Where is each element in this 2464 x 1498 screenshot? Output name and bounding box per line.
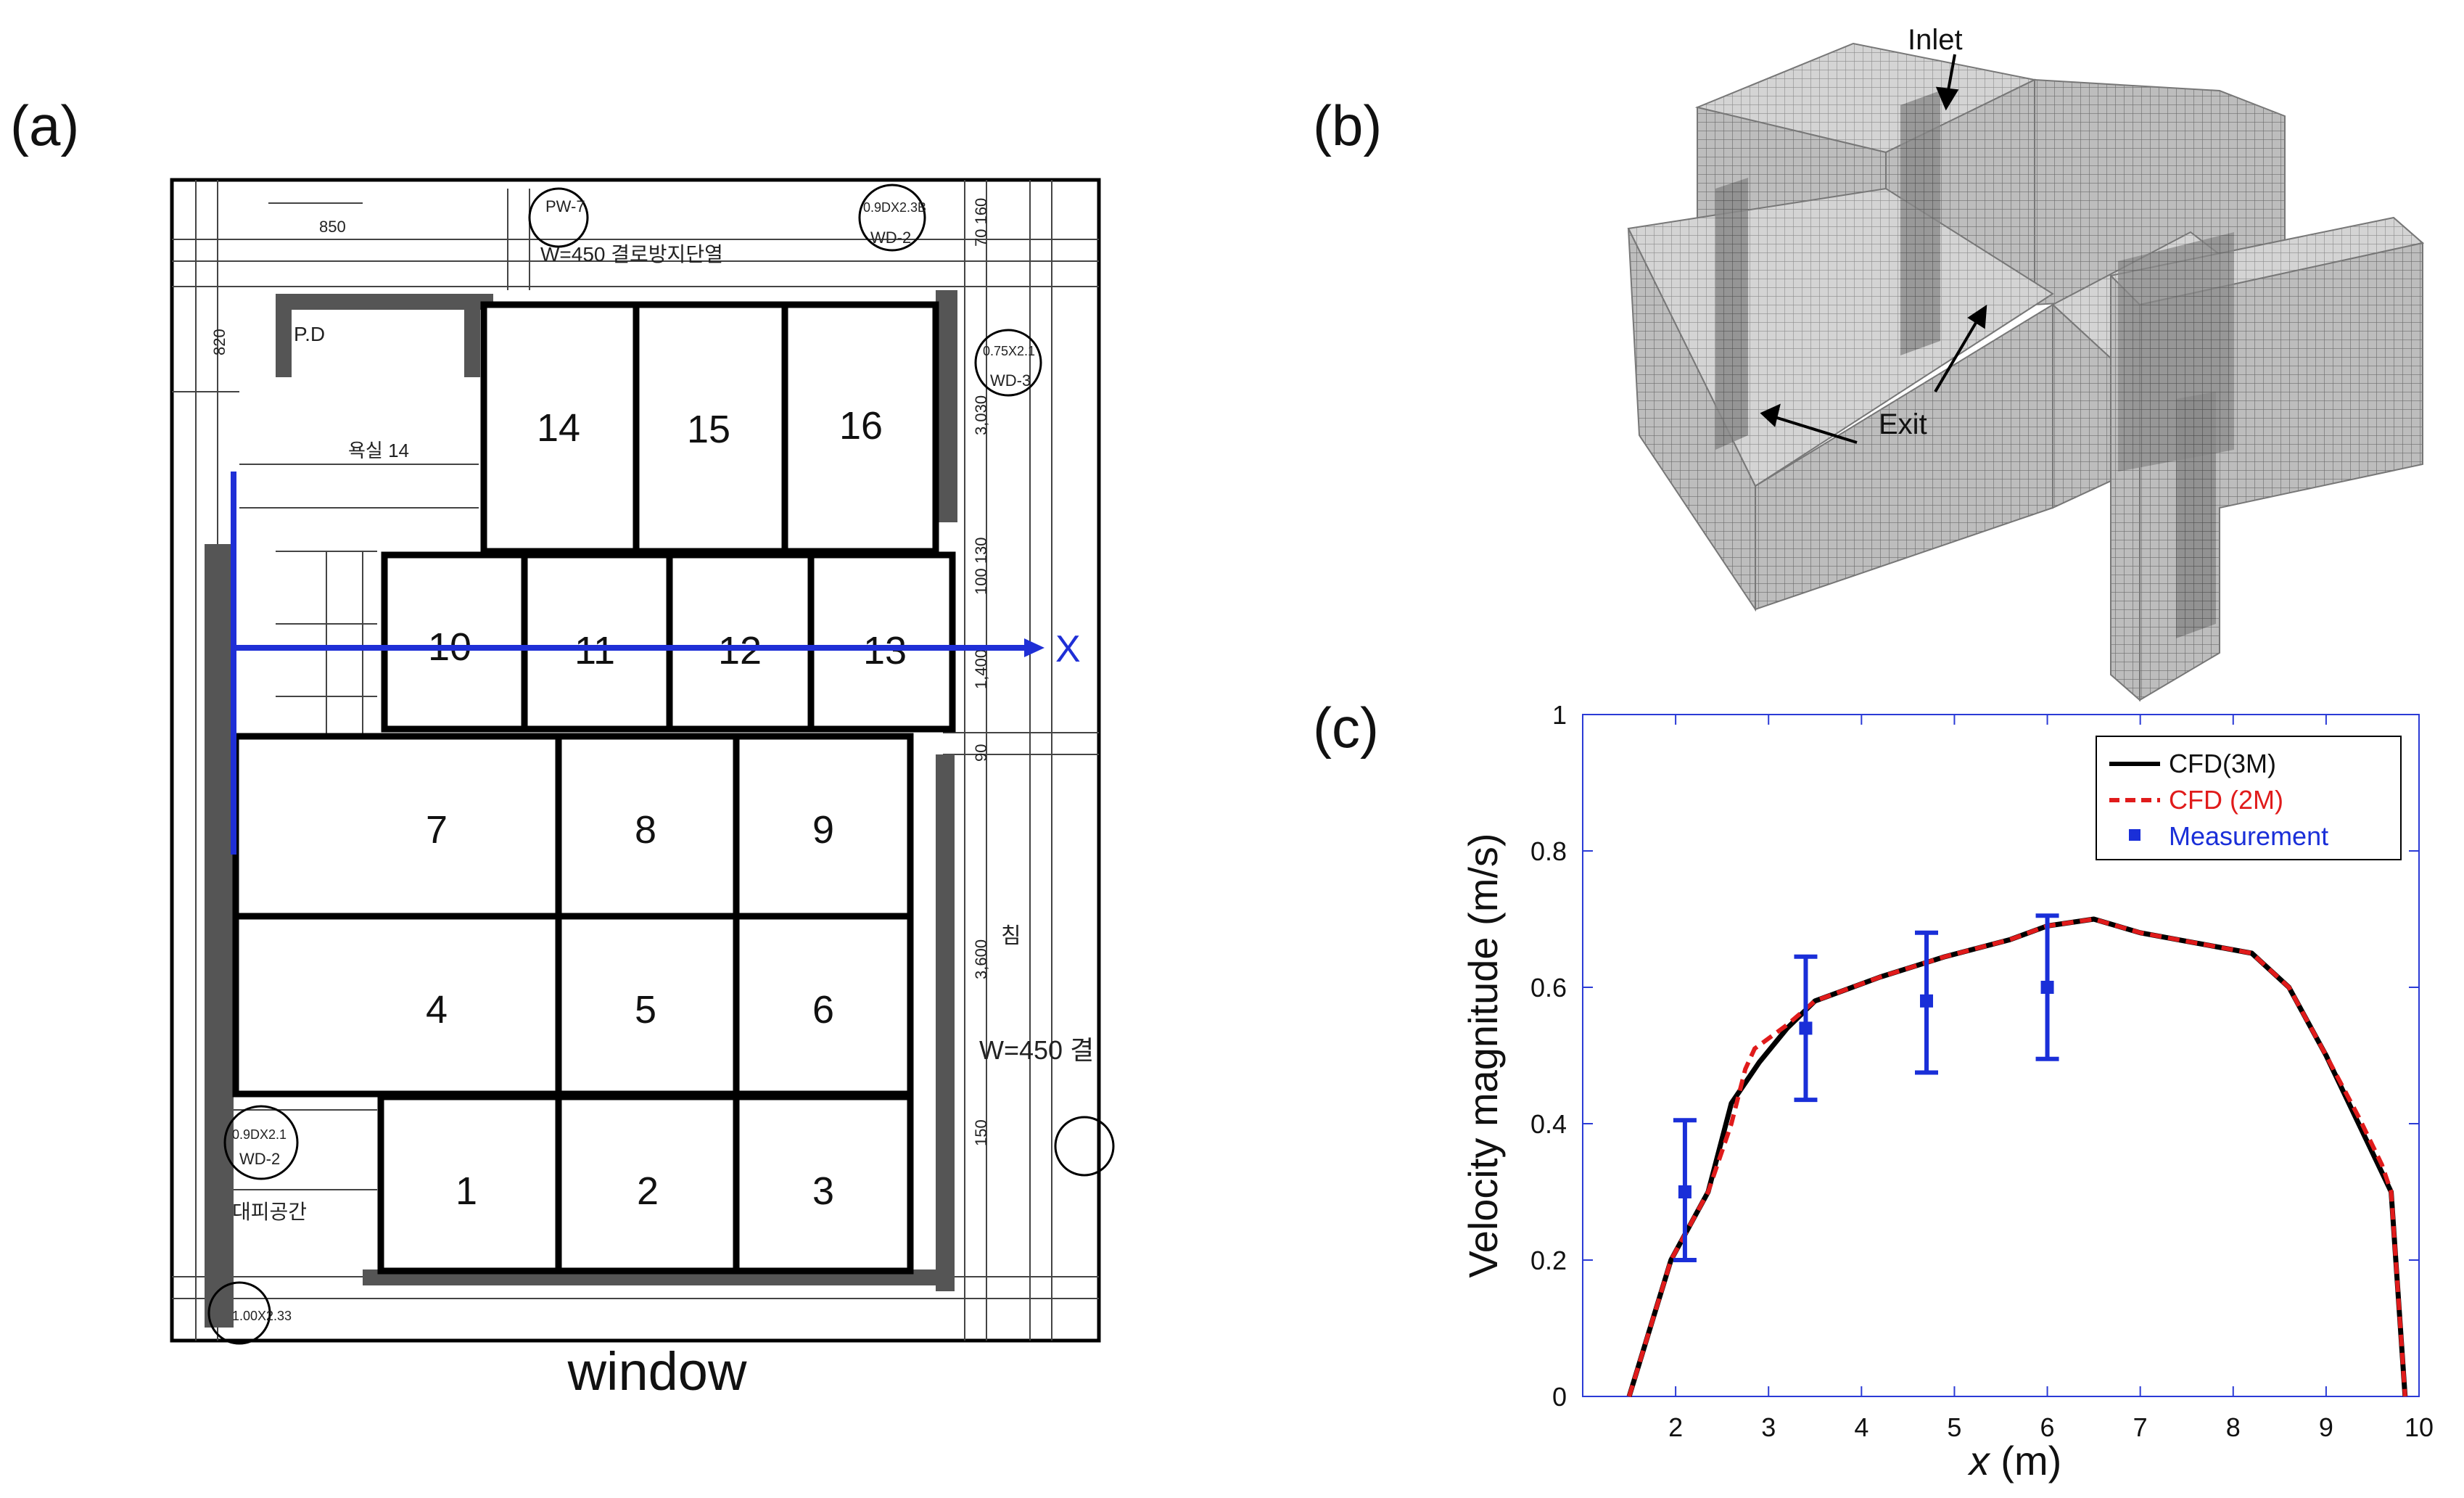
- series-cfd3m-line: [1626, 916, 2408, 1398]
- zone-7-box: [232, 733, 562, 920]
- zone-9-box: [733, 733, 914, 920]
- mesh-annotations: [1760, 54, 1987, 444]
- plan-bottom-room: 대피공간: [232, 1201, 307, 1223]
- x-tick-label: 7: [2133, 1412, 2148, 1442]
- plan-dim-3030: 3,030: [972, 395, 990, 435]
- plan-dim-70-160: 70 160: [972, 198, 990, 247]
- measurement-point: [1920, 994, 1934, 1008]
- y-axis-title: Velocity magnitude (m/s): [1460, 833, 1506, 1277]
- zone-4: 4: [426, 988, 448, 1032]
- plan-wd3-size: 0.75X2.1: [983, 344, 1035, 358]
- panel-a-label: (a): [10, 94, 80, 157]
- zone-6-box: [733, 913, 914, 1098]
- zone-4-box: [232, 913, 562, 1098]
- zone-16-box: [781, 301, 939, 555]
- x-tick-label: 4: [1854, 1412, 1868, 1442]
- zone-7: 7: [426, 808, 448, 852]
- x-tick-label: 8: [2226, 1412, 2241, 1442]
- y-tick-label: 0.4: [1530, 1109, 1567, 1139]
- series-cfd2m-line: [1627, 917, 2407, 1397]
- zone-2-box: [555, 1093, 740, 1275]
- x-axis-arrowhead: [1024, 638, 1044, 657]
- zone-6: 6: [812, 988, 834, 1032]
- y-tick-label: 0.6: [1530, 973, 1567, 1003]
- zone-11-box: [521, 551, 673, 733]
- plan-wd2-top-size: 0.9DX2.3B: [863, 200, 926, 215]
- plan-dim-90: 90: [972, 744, 990, 762]
- plan-tags: [207, 184, 1115, 1345]
- plan-dim-850: 850: [319, 218, 346, 236]
- y-tick-label: 0.2: [1530, 1246, 1567, 1275]
- plan-dim-150: 150: [972, 1119, 990, 1146]
- zone-3-box: [733, 1093, 914, 1275]
- measurement-point: [1678, 1185, 1692, 1198]
- legend-box: [2096, 736, 2402, 860]
- zone-12-box: [666, 551, 815, 733]
- legend-cfd2m-label: CFD (2M): [2169, 785, 2283, 815]
- plan-wd2-top: WD-2: [870, 229, 911, 247]
- plan-pd: P.D: [294, 323, 325, 345]
- zone-2: 2: [637, 1169, 659, 1213]
- plan-walls: [205, 290, 957, 1328]
- plan-pw7: PW-7: [545, 197, 585, 215]
- legend-measurement-swatch: [2129, 829, 2140, 841]
- y-tick-label: 1: [1552, 700, 1567, 730]
- zone-grid: [232, 301, 956, 1275]
- x-tick-label: 3: [1761, 1412, 1776, 1442]
- mesh-geometry: [1627, 42, 2425, 702]
- x-tick-label: 9: [2319, 1412, 2333, 1442]
- plan-w450-top: W=450 결로방지단열: [540, 243, 723, 266]
- zone-15: 15: [687, 408, 730, 451]
- plan-dim-1400: 1,400: [972, 649, 990, 689]
- x-tick-label: 10: [2405, 1412, 2434, 1442]
- zone-10-box: [381, 551, 528, 733]
- zone-5: 5: [635, 988, 656, 1032]
- panel-c-label: (c): [1313, 696, 1379, 760]
- plan-dim-100-130: 100 130: [972, 537, 990, 595]
- x-tick-label: 2: [1668, 1412, 1683, 1442]
- plan-wd2-bottom: WD-2: [239, 1150, 280, 1168]
- legend-measurement-label: Measurement: [2169, 821, 2328, 851]
- plan-dim-3600: 3,600: [972, 939, 990, 979]
- zone-16: 16: [839, 404, 883, 448]
- x-axis-label: X: [1055, 628, 1081, 670]
- plan-dim-820: 820: [210, 329, 228, 355]
- x-tick-label: 6: [2040, 1412, 2055, 1442]
- legend-cfd3m-label: CFD(3M): [2169, 749, 2276, 778]
- floor-plan: 850 PW-7 W=450 결로방지단열 0.9DX2.3B WD-2 0.7…: [170, 178, 1115, 1402]
- window-caption: window: [567, 1341, 747, 1402]
- y-tick-label: 0.8: [1530, 836, 1567, 866]
- plan-wd-bottom: 0.9DX2.1: [232, 1127, 287, 1142]
- measurement-point: [1799, 1021, 1813, 1035]
- zone-9: 9: [812, 808, 834, 852]
- measurement-point: [2040, 981, 2054, 994]
- zone-14-box: [480, 301, 640, 555]
- exit-label: Exit: [1879, 408, 1927, 440]
- measurement-axis: [231, 472, 1044, 855]
- zone-13-box: [807, 551, 956, 733]
- zone-3: 3: [812, 1169, 834, 1213]
- zone-1-box: [377, 1093, 562, 1275]
- plan-wd3: WD-3: [990, 371, 1031, 390]
- plot-frame: [1582, 714, 2420, 1397]
- zone-8: 8: [635, 808, 656, 852]
- zone-1: 1: [456, 1169, 477, 1213]
- x-axis-title: x (m): [1967, 1438, 2062, 1483]
- x-tick-label: 5: [1947, 1412, 1961, 1442]
- panel-b-label: (b): [1313, 94, 1383, 157]
- plan-w450-right: W=450 결: [979, 1035, 1094, 1065]
- y-tick-label: 0: [1552, 1382, 1567, 1412]
- zone-14: 14: [537, 406, 580, 450]
- plan-korean-right: 침: [1001, 924, 1021, 948]
- inlet-label: Inlet: [1908, 24, 1963, 56]
- plan-room-14: 욕실 14: [348, 440, 409, 461]
- plan-dim-bottom: 1.00X2.33: [232, 1309, 292, 1323]
